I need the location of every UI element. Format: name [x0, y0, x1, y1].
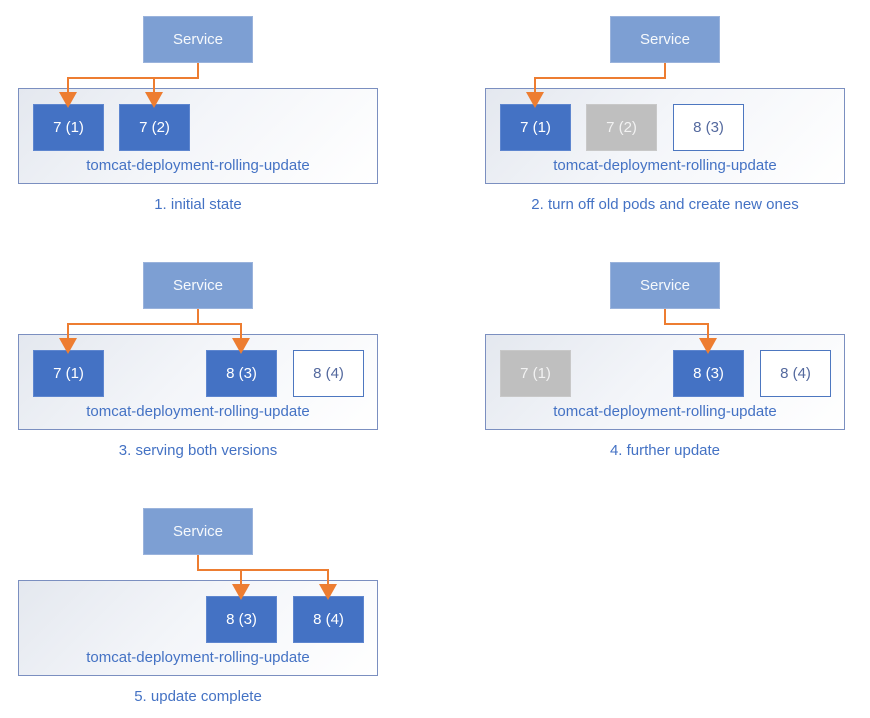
pod-label: 7 (2) — [606, 119, 637, 136]
pod-label: 8 (3) — [693, 119, 724, 136]
stage-caption: 5. update complete — [134, 688, 262, 705]
deployment-label: tomcat-deployment-rolling-update — [86, 157, 310, 174]
stage-caption: 3. serving both versions — [118, 442, 278, 459]
pod-label: 8 (4) — [313, 365, 344, 382]
service-label: Service — [639, 277, 691, 294]
pod-new: 8 (3) — [673, 104, 744, 151]
pod-label: 8 (3) — [693, 365, 724, 382]
deployment-label: tomcat-deployment-rolling-update — [553, 403, 777, 420]
service-label: Service — [639, 31, 691, 48]
pod-label: 8 (4) — [780, 365, 811, 382]
deployment-container: tomcat-deployment-rolling-update 7 (1) 8 … — [485, 334, 845, 430]
pod-label: 7 (2) — [139, 119, 170, 136]
pod-active: 8 (3) — [673, 350, 744, 397]
pod-label: 7 (1) — [53, 365, 84, 382]
deployment-container: tomcat-deployment-rolling-update 7 (1) 7 … — [485, 88, 845, 184]
deployment-label: tomcat-deployment-rolling-update — [86, 649, 310, 666]
service-node: Service — [143, 508, 253, 555]
deployment-container: tomcat-deployment-rolling-update 7 (1) 8 … — [18, 334, 378, 430]
pod-active: 7 (1) — [500, 104, 571, 151]
pod-terminated: 7 (2) — [586, 104, 657, 151]
pod-label: 7 (1) — [520, 119, 551, 136]
pod-active: 7 (1) — [33, 350, 104, 397]
service-label: Service — [172, 31, 224, 48]
service-node: Service — [610, 16, 720, 63]
pod-active: 8 (3) — [206, 596, 277, 643]
pod-label: 7 (1) — [520, 365, 551, 382]
pod-active: 7 (2) — [119, 104, 190, 151]
service-node: Service — [143, 262, 253, 309]
pod-label: 7 (1) — [53, 119, 84, 136]
pod-label: 8 (4) — [313, 611, 344, 628]
deployment-container: tomcat-deployment-rolling-update 7 (1) 7 … — [18, 88, 378, 184]
update-stage-panel: Service tomcat-deployment-rolling-update… — [18, 262, 398, 472]
pod-active: 8 (4) — [293, 596, 364, 643]
update-stage-panel: Service tomcat-deployment-rolling-update… — [18, 16, 398, 226]
deployment-container: tomcat-deployment-rolling-update 8 (3) 8 … — [18, 580, 378, 676]
stage-caption: 4. further update — [609, 442, 721, 459]
stage-caption: 1. initial state — [154, 196, 242, 213]
update-stage-panel: Service tomcat-deployment-rolling-update… — [485, 262, 865, 472]
deployment-label: tomcat-deployment-rolling-update — [553, 157, 777, 174]
pod-active: 8 (3) — [206, 350, 277, 397]
pod-label: 8 (3) — [226, 611, 257, 628]
stage-caption: 2. turn off old pods and create new ones — [531, 196, 799, 213]
service-label: Service — [172, 277, 224, 294]
deployment-label: tomcat-deployment-rolling-update — [86, 403, 310, 420]
pod-active: 7 (1) — [33, 104, 104, 151]
pod-label: 8 (3) — [226, 365, 257, 382]
pod-new: 8 (4) — [293, 350, 364, 397]
pod-terminated: 7 (1) — [500, 350, 571, 397]
service-node: Service — [610, 262, 720, 309]
update-stage-panel: Service tomcat-deployment-rolling-update… — [485, 16, 865, 226]
pod-new: 8 (4) — [760, 350, 831, 397]
service-node: Service — [143, 16, 253, 63]
service-label: Service — [172, 523, 224, 540]
update-stage-panel: Service tomcat-deployment-rolling-update… — [18, 508, 398, 718]
